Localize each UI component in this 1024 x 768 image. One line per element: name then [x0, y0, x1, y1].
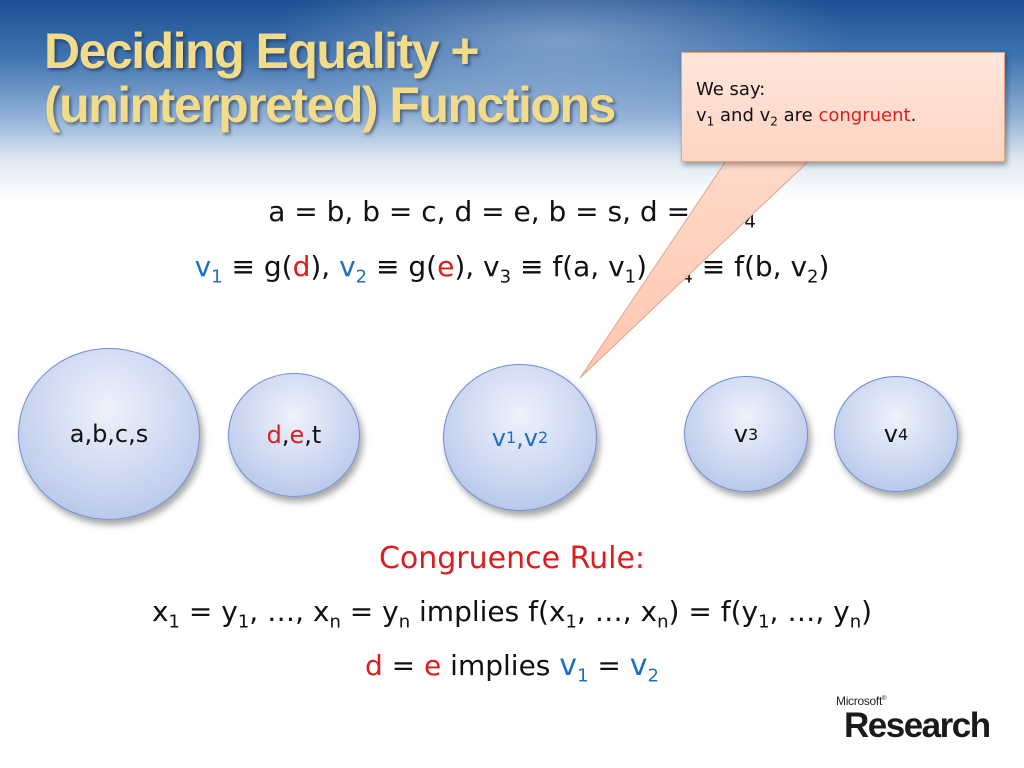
- rule-yn-sub: n: [398, 611, 411, 633]
- rule-close: ): [861, 595, 873, 628]
- congruence-example-line: d = e implies v1 = v2: [0, 648, 1024, 687]
- rule-fy1-sub: 1: [758, 611, 770, 633]
- rule-fyn-sub: n: [849, 611, 862, 633]
- callout-and-v2: and v: [714, 105, 771, 126]
- example-implies: implies: [441, 649, 560, 682]
- def-equiv-g2: ≡ g(: [367, 250, 438, 283]
- def-f-a: ≡ f(a, v: [511, 250, 625, 283]
- def-e: e: [437, 250, 455, 283]
- class-circle-abcs: a,b,c,s: [18, 348, 200, 520]
- class-t: ,t: [304, 421, 322, 449]
- rule-eq-yn: = y: [340, 595, 399, 628]
- callout-line-2: v1 and v2 are congruent.: [696, 103, 990, 135]
- rule-xn-sub: n: [329, 611, 341, 633]
- equalities-text: a = b, b = c, d = e, b = s, d = t, v: [268, 195, 745, 228]
- callout-congruent: congruent: [818, 105, 911, 126]
- example-v2: v: [629, 648, 648, 683]
- rule-eq-y1: = y: [179, 595, 238, 628]
- logo-microsoft-text: Microsoft: [836, 694, 882, 708]
- def-end: ): [818, 250, 830, 283]
- class-v4: v: [883, 420, 898, 448]
- congruence-rule-line: x1 = y1, …, xn = yn implies f(x1, …, xn)…: [0, 595, 1024, 633]
- def-v2: v: [339, 250, 356, 283]
- example-d: d: [365, 649, 383, 682]
- congruent-callout: We say: v1 and v2 are congruent.: [681, 52, 1005, 162]
- microsoft-research-logo: Microsoft® Research: [836, 694, 996, 750]
- callout-v1-sub: 1: [706, 114, 715, 129]
- example-eq: =: [382, 649, 425, 682]
- def-f-b: ≡ f(b, v: [692, 250, 808, 283]
- equalities-v4-sub: 4: [744, 211, 756, 233]
- example-v2-sub: 2: [647, 665, 659, 687]
- logo-tm: ®: [881, 696, 887, 702]
- class-v3: v: [733, 420, 748, 448]
- rule-x1: x: [151, 595, 169, 628]
- example-e: e: [424, 649, 442, 682]
- def-d: d: [292, 250, 311, 283]
- title-line-2: (uninterpreted) Functions: [44, 77, 616, 133]
- logo-microsoft: Microsoft®: [836, 694, 886, 708]
- rule-dots-xn: , …, x: [249, 595, 330, 628]
- slide-title: Deciding Equality + (uninterpreted) Func…: [44, 23, 616, 133]
- def-close1: ),: [310, 250, 340, 283]
- def-v1-sub: 1: [211, 266, 223, 288]
- def-v1: v: [194, 250, 212, 283]
- def-f-a-sub: 1: [624, 266, 637, 288]
- congruence-rule-title: Congruence Rule:: [378, 541, 646, 576]
- rule-y1-sub: 1: [237, 611, 250, 633]
- class-v1-sub: 1: [505, 428, 517, 447]
- callout-v2-sub: 2: [770, 114, 778, 129]
- def-v3: ), v: [454, 250, 500, 283]
- callout-v1: v: [696, 105, 707, 126]
- equalities-line: a = b, b = c, d = e, b = s, d = t, v4: [0, 195, 1024, 233]
- rule-fx1-sub: 1: [565, 611, 577, 633]
- class-v2: ,v: [516, 423, 539, 452]
- class-circle-det: d,e,t: [228, 373, 360, 497]
- callout-are: are: [777, 105, 819, 126]
- rule-implies-fx: implies f(x: [410, 595, 566, 628]
- rule-dots-fyn: , …, y: [769, 595, 850, 628]
- class-v1: v: [491, 423, 506, 452]
- class-e: e: [289, 421, 305, 449]
- class-v2-sub: 2: [538, 428, 549, 447]
- example-eq2: =: [588, 649, 630, 682]
- class-comma: ,: [281, 421, 290, 449]
- callout-period: .: [910, 105, 917, 126]
- class-v3-sub: 3: [748, 424, 759, 444]
- example-v1-sub: 1: [577, 665, 589, 687]
- rule-eq-fy: ) = f(y: [668, 595, 759, 628]
- example-v1: v: [559, 648, 578, 683]
- rule-dots-fxn: , …, x: [576, 595, 658, 628]
- def-v3-sub: 3: [499, 266, 512, 288]
- class-v4-sub: 4: [898, 424, 909, 444]
- def-v2-sub: 2: [355, 266, 368, 288]
- class-abcs-label: a,b,c,s: [69, 420, 149, 448]
- logo-research: Research: [844, 706, 991, 745]
- class-d: d: [266, 421, 282, 449]
- def-equiv-g1: ≡ g(: [222, 250, 293, 283]
- rule-fxn-sub: n: [657, 611, 669, 633]
- title-line-1: Deciding Equality +: [44, 23, 480, 79]
- callout-line-1: We say:: [696, 79, 766, 100]
- rule-x1-sub: 1: [168, 611, 180, 633]
- def-f-b-sub: 2: [807, 266, 819, 288]
